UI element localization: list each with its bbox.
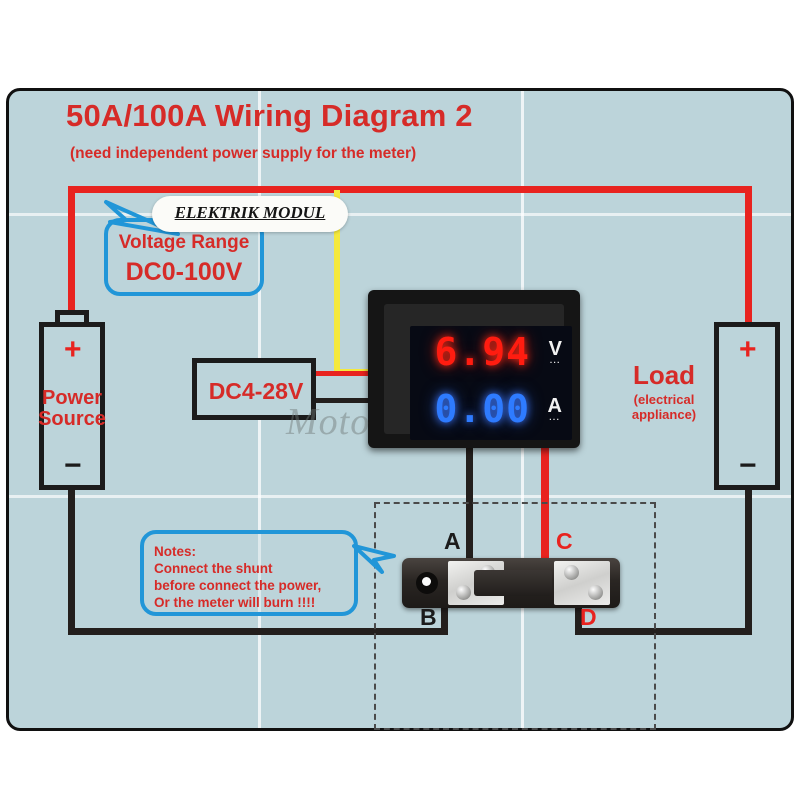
power-source-label-line1: Power [41, 387, 103, 409]
supply-box [192, 358, 316, 420]
power-source-minus-sign: − [64, 449, 82, 482]
load-label: Load [632, 360, 696, 390]
meter-screen: 6.94 V ··· 0.00 A ··· [410, 326, 572, 440]
wire-black-supply-to-meter [314, 398, 372, 403]
load-plus-sign: + [739, 333, 757, 366]
shunt-nut-c [564, 565, 579, 580]
power-source-label-line2: Source [38, 408, 106, 430]
meter-current-row: 0.00 A ··· [410, 383, 572, 440]
notes-line1: Notes: [154, 544, 197, 559]
voltage-range-line2: DC0-100V [125, 258, 243, 286]
wire-red-meter-to-c [541, 444, 549, 564]
wire-black-left-drop [68, 480, 75, 632]
supply-box-label: DC4-28V [208, 378, 304, 404]
digital-panel-meter: 6.94 V ··· 0.00 A ··· [368, 290, 580, 448]
load-body: + − [714, 322, 780, 490]
wire-red-left-drop [68, 186, 75, 322]
load-minus-sign: − [739, 449, 757, 482]
meter-voltage-row: 6.94 V ··· [410, 326, 572, 383]
wire-red-supply-to-meter [314, 371, 372, 376]
shunt-terminal-label-c: C [556, 528, 573, 554]
shunt-terminal-label-b: B [420, 604, 437, 630]
diagram-subtitle: (need independent power supply for the m… [70, 145, 417, 162]
wire-black-right-drop [745, 480, 752, 632]
meter-current-unit-letter: A [547, 395, 562, 417]
shunt-region-outline [374, 502, 656, 730]
load-sublabel: (electrical appliance) [631, 392, 697, 422]
wire-black-return-run [575, 628, 752, 635]
shunt-mount-hole-left [416, 572, 438, 594]
shunt-mount-hole-left-highlight [422, 577, 431, 586]
wire-red-right-drop [745, 186, 752, 322]
notes-callout [140, 530, 358, 616]
shunt-terminal-label-a: A [444, 528, 461, 554]
shunt-nut-b [456, 585, 471, 600]
wire-red-top-run [68, 186, 752, 193]
shunt-resistor-bar [474, 570, 552, 596]
notes-line3: before connect the power, [154, 578, 322, 593]
watermark-badge-text: ELEKTRIK MODUL [174, 203, 326, 222]
meter-voltage-unit-dots: ··· [549, 358, 561, 367]
backdrop-gridline-horizontal [9, 213, 791, 216]
meter-current-value: 0.00 [434, 387, 530, 431]
shunt-lug-right [554, 561, 610, 605]
meter-voltage-value: 6.94 [434, 330, 530, 374]
meter-current-unit: A ··· [548, 395, 562, 424]
notes-callout-pointer [352, 544, 396, 574]
power-source-body: + − [39, 322, 105, 490]
wire-black-up-to-b [441, 596, 448, 635]
current-shunt [402, 558, 620, 608]
wire-black-meter-to-a [466, 444, 473, 564]
wire-black-up-to-d [575, 596, 582, 635]
notes-line2: Connect the shunt [154, 561, 273, 576]
voltage-range-callout-pointer [104, 200, 180, 236]
meter-voltage-unit-letter: V [548, 338, 562, 360]
shunt-terminal-label-d: D [580, 604, 597, 630]
notes-text: Notes: Connect the shunt before connect … [154, 543, 364, 611]
meter-current-unit-dots: ··· [549, 415, 561, 424]
power-source-label: Power Source [31, 388, 113, 430]
wire-black-bottom-run [68, 628, 448, 635]
shunt-nut-d [588, 585, 603, 600]
notes-line4: Or the meter will burn !!!! [154, 595, 316, 610]
meter-bezel: 6.94 V ··· 0.00 A ··· [384, 304, 572, 440]
voltage-range-line1: Voltage Range [118, 232, 250, 253]
power-source-plus-sign: + [64, 333, 82, 366]
watermark-badge [152, 196, 348, 232]
wire-yellow-drop [334, 190, 340, 374]
power-source-terminal-nub [55, 310, 89, 324]
meter-voltage-unit: V ··· [549, 338, 562, 367]
diagram-title: 50A/100A Wiring Diagram 2 [66, 98, 473, 133]
backdrop-gridline-horizontal [9, 495, 791, 498]
